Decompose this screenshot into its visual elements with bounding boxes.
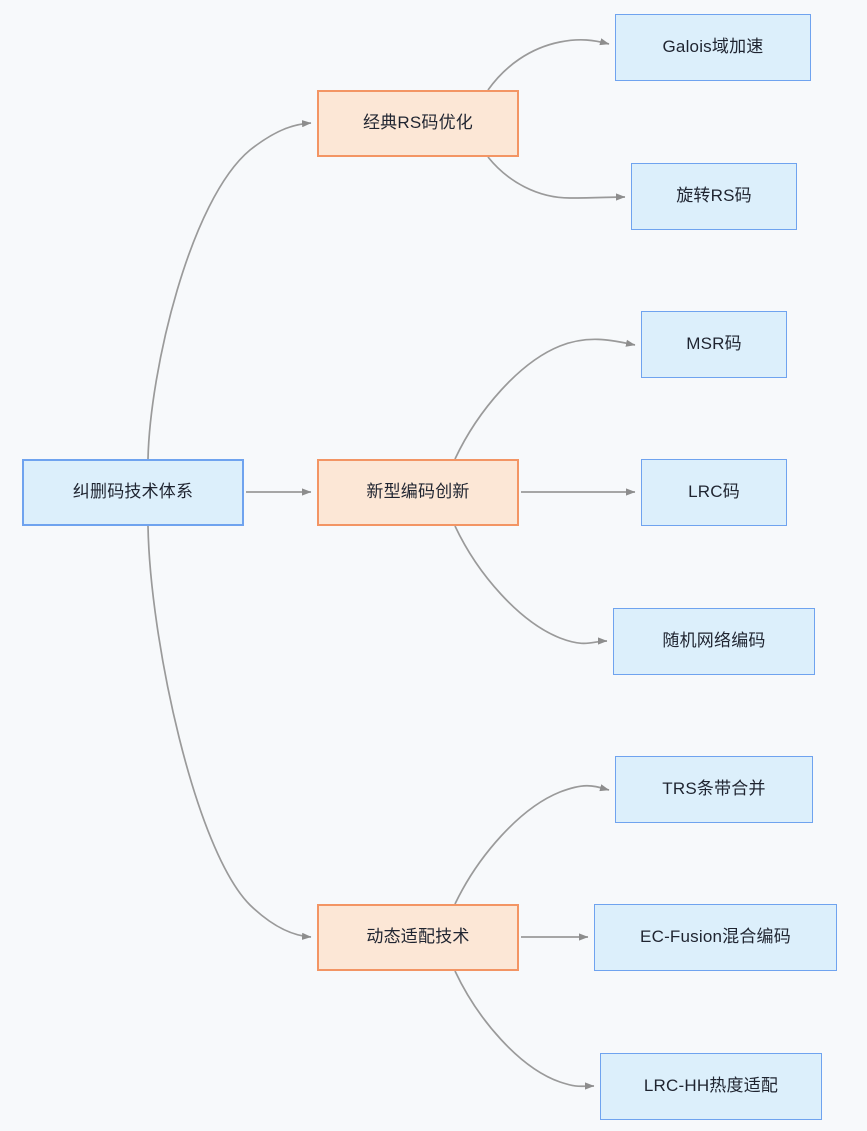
node-branch-dynamic-adaptation[interactable]: 动态适配技术 [317,904,519,971]
node-label: 新型编码创新 [366,482,470,502]
node-label: LRC-HH热度适配 [643,1076,779,1096]
node-label: 旋转RS码 [676,186,752,206]
edge-classic-rs-to-rotated-rs [487,156,626,201]
edge-root-to-classic-rs [147,120,312,460]
node-leaf-trs-stripe-merge[interactable]: TRS条带合并 [615,756,813,823]
node-label: 经典RS码优化 [362,113,473,133]
node-label: 纠删码技术体系 [72,482,194,502]
node-leaf-galois-field-acceleration[interactable]: Galois域加速 [615,14,811,81]
node-leaf-rotated-rs-code[interactable]: 旋转RS码 [631,163,797,230]
edge-new-coding-to-random-network [454,525,608,645]
node-leaf-lrc-hh-heat-adaptation[interactable]: LRC-HH热度适配 [600,1053,822,1120]
node-label: TRS条带合并 [662,779,766,799]
node-leaf-msr-code[interactable]: MSR码 [641,311,787,378]
node-leaf-ec-fusion-hybrid-coding[interactable]: EC-Fusion混合编码 [594,904,837,971]
node-leaf-random-network-coding[interactable]: 随机网络编码 [613,608,815,675]
node-label: Galois域加速 [662,37,764,57]
node-label: MSR码 [686,334,742,354]
edge-classic-rs-to-galois [487,38,610,91]
node-root-erasure-coding-system[interactable]: 纠删码技术体系 [22,459,244,526]
node-branch-classic-rs-optimization[interactable]: 经典RS码优化 [317,90,519,157]
edge-dynamic-adapt-to-lrc-hh [454,970,595,1090]
node-label: 动态适配技术 [366,927,470,947]
node-label: 随机网络编码 [662,631,766,651]
edge-root-to-dynamic-adapt [147,525,312,940]
node-label: EC-Fusion混合编码 [640,927,791,947]
node-leaf-lrc-code[interactable]: LRC码 [641,459,787,526]
edge-new-coding-to-msr [454,338,636,460]
node-branch-new-coding-innovation[interactable]: 新型编码创新 [317,459,519,526]
node-label: LRC码 [688,482,740,502]
edge-dynamic-adapt-to-trs-stripe [454,784,610,905]
